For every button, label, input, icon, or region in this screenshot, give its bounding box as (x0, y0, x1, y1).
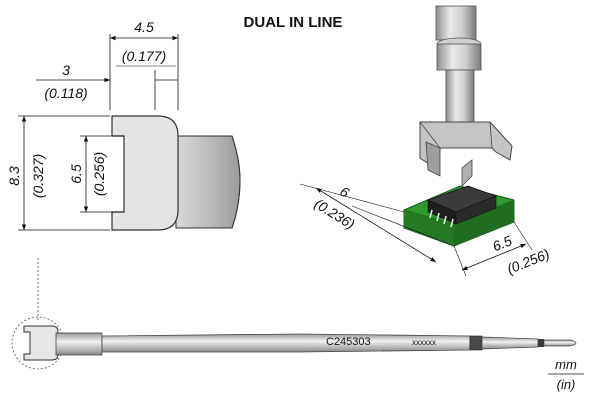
dim-inner-height-in: (0.256) (91, 152, 107, 196)
unit-mm: mm (555, 357, 577, 372)
iso-tip-view (419, 5, 513, 187)
dip-chip (426, 185, 498, 228)
dim-outer-height: 8.3 (0.327) (6, 115, 110, 231)
dim-inner-height: 6.5 (0.256) (68, 135, 124, 213)
dim-chip-length-mm: 6 (337, 183, 352, 201)
dim-width-tip-in: (0.177) (122, 48, 166, 64)
units-legend: mm (in) (548, 357, 584, 392)
serial-mark: xxxxxx (412, 338, 436, 347)
dim-gap: 3 (0.118) (36, 62, 178, 110)
tip-side-view (111, 115, 241, 231)
dim-chip-width-mm: 6.5 (490, 232, 514, 254)
dim-width-tip: 4.5 (0.177) (109, 19, 179, 110)
dim-outer-height-mm: 8.3 (6, 166, 22, 186)
dim-inner-height-mm: 6.5 (68, 164, 84, 184)
dim-gap-in: (0.118) (44, 85, 87, 101)
dim-width-tip-mm: 4.5 (134, 19, 154, 35)
part-number: C245303 (326, 336, 371, 348)
diagram-title: DUAL IN LINE (244, 14, 343, 31)
dim-gap-mm: 3 (62, 62, 70, 78)
unit-in: (in) (557, 377, 576, 392)
dim-outer-height-in: (0.327) (30, 154, 46, 198)
dim-chip-width-in: (0.256) (505, 246, 552, 277)
dim-chip-length-in: (0.236) (312, 195, 358, 232)
tip-full-view: C245303 xxxxxx (11, 258, 577, 370)
